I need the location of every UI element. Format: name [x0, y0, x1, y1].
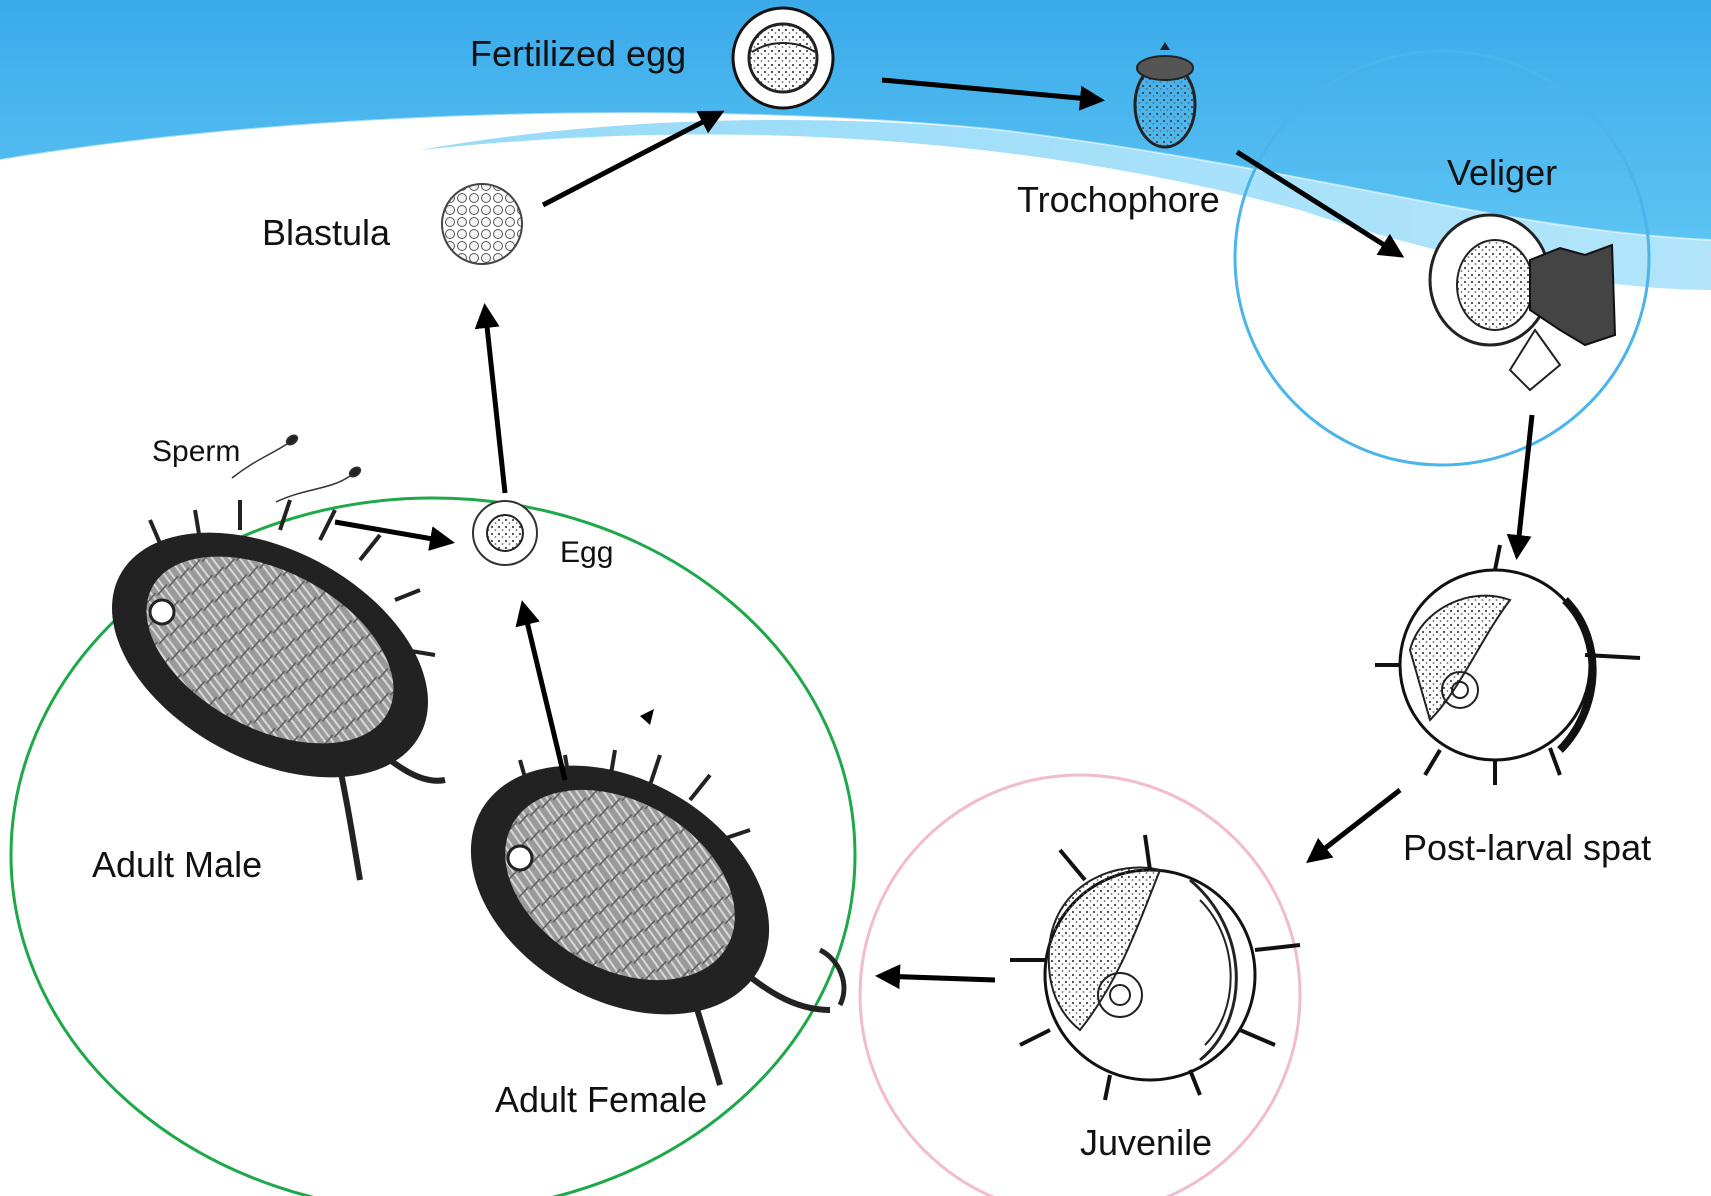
trochophore-icon — [1135, 42, 1195, 147]
arrow-blastula-to-fertilized — [543, 113, 720, 205]
arrow-veliger-to-spat — [1517, 415, 1532, 555]
arrow-spat-to-juvenile — [1310, 790, 1400, 860]
juvenile-icon — [1010, 835, 1300, 1100]
label-adult-female: Adult Female — [495, 1082, 707, 1118]
label-post-larval-spat: Post-larval spat — [1403, 830, 1651, 866]
blastula-icon — [442, 184, 522, 264]
label-blastula: Blastula — [262, 215, 390, 251]
label-sperm: Sperm — [152, 437, 240, 467]
egg-icon — [473, 501, 537, 565]
adult-male-icon — [71, 482, 470, 880]
arrow-trochophore-to-veliger — [1237, 152, 1400, 255]
sperm-icon — [232, 433, 362, 502]
post-larval-spat-icon — [1375, 545, 1640, 785]
arrow-female-to-egg — [523, 605, 565, 780]
label-fertilized-egg: Fertilized egg — [470, 36, 686, 72]
veliger-icon — [1430, 215, 1615, 390]
label-adult-male: Adult Male — [92, 847, 262, 883]
label-juvenile: Juvenile — [1080, 1125, 1212, 1161]
adult-female-icon — [426, 715, 843, 1085]
stray-triangle-marker — [640, 709, 654, 725]
label-trochophore: Trochophore — [1017, 182, 1220, 218]
arrow-egg-to-blastula — [485, 308, 505, 493]
label-veliger: Veliger — [1447, 155, 1557, 191]
arrow-sperm-to-egg — [335, 522, 450, 542]
label-egg: Egg — [560, 538, 613, 568]
fertilized-egg-icon — [733, 8, 833, 108]
arrow-fertilized-to-trochophore — [882, 80, 1100, 100]
arrow-juvenile-to-adult — [880, 976, 995, 980]
